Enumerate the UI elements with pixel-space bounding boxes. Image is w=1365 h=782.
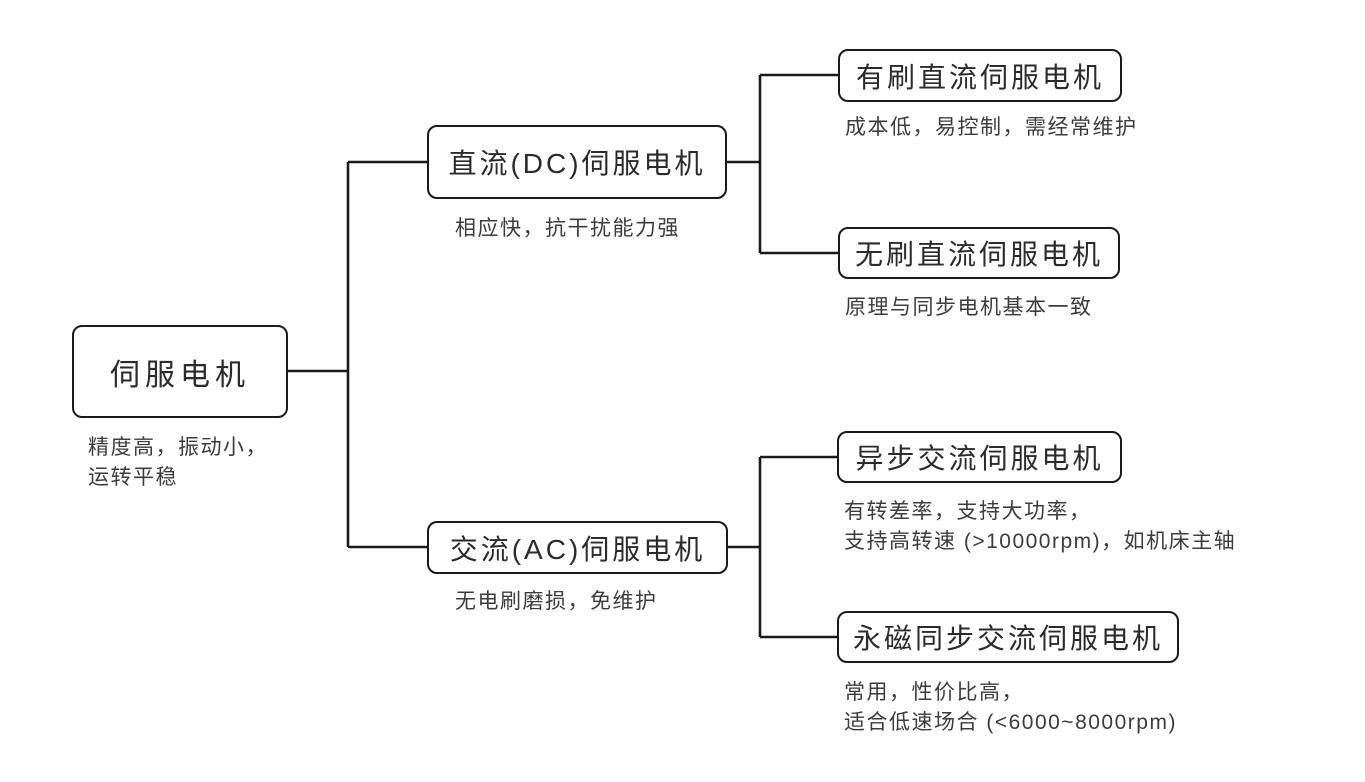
- node-brushless-dc-servo: 无刷直流伺服电机: [838, 227, 1120, 279]
- note-ac-servo: 无电刷磨损，免维护: [455, 590, 658, 613]
- connector-dc-to-children: [727, 73, 838, 255]
- node-servo-motor-label: 伺服电机: [110, 358, 250, 392]
- node-dc-servo-label: 直流(DC)伺服电机: [448, 148, 706, 179]
- node-servo-motor: 伺服电机: [72, 325, 288, 418]
- note-pmsm-ac-servo: 常用，性价比高， 适合低速场合 (<6000~8000rpm): [844, 681, 1177, 734]
- note-brushed-dc-servo: 成本低，易控制，需经常维护: [845, 116, 1138, 139]
- node-brushless-dc-servo-label: 无刷直流伺服电机: [854, 239, 1103, 270]
- node-dc-servo: 直流(DC)伺服电机: [427, 125, 727, 199]
- connector-root-to-branches: [288, 160, 427, 549]
- node-async-ac-servo: 异步交流伺服电机: [837, 431, 1122, 483]
- note-async-ac-servo: 有转差率，支持大功率， 支持高转速 (>10000rpm)，如机床主轴: [844, 500, 1237, 553]
- node-pmsm-ac-servo-label: 永磁同步交流伺服电机: [852, 623, 1163, 654]
- node-ac-servo-label: 交流(AC)伺服电机: [449, 533, 706, 565]
- connector-ac-to-children: [728, 455, 837, 639]
- node-pmsm-ac-servo: 永磁同步交流伺服电机: [837, 611, 1179, 663]
- note-servo-motor: 精度高，振动小， 运转平稳: [88, 436, 268, 489]
- note-brushless-dc-servo: 原理与同步电机基本一致: [845, 296, 1093, 319]
- node-async-ac-servo-label: 异步交流伺服电机: [855, 443, 1104, 474]
- node-ac-servo: 交流(AC)伺服电机: [427, 521, 728, 574]
- node-brushed-dc-servo-label: 有刷直流伺服电机: [855, 61, 1104, 93]
- node-brushed-dc-servo: 有刷直流伺服电机: [838, 49, 1122, 102]
- note-dc-servo: 相应快，抗干扰能力强: [455, 217, 680, 240]
